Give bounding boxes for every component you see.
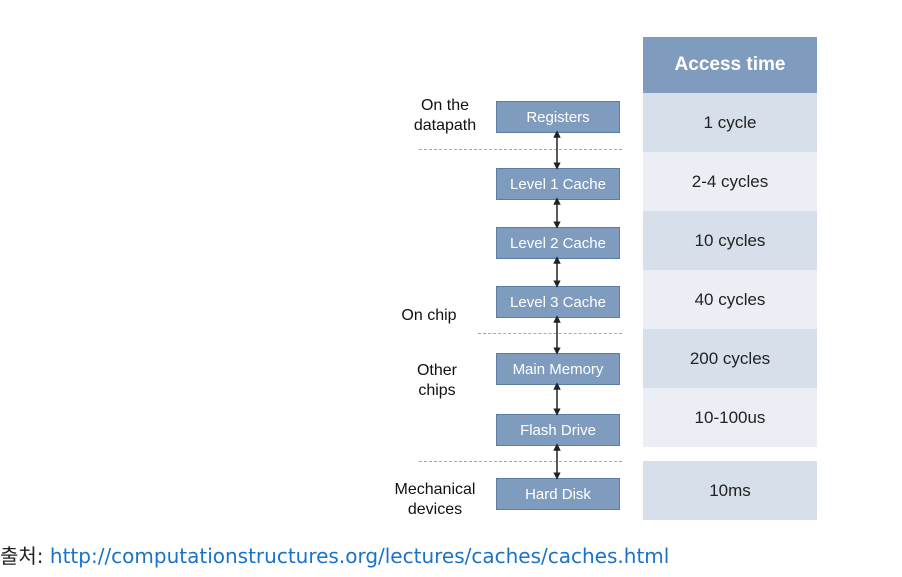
level-label-flash-drive: Flash Drive bbox=[520, 421, 596, 439]
group-label-mechanical: Mechanical devices bbox=[381, 480, 489, 520]
level-label-registers: Registers bbox=[526, 108, 590, 126]
access-time-l3: 40 cycles bbox=[643, 270, 817, 329]
level-box-hard-disk: Hard Disk bbox=[496, 478, 620, 510]
access-time-l3-value: 40 cycles bbox=[694, 289, 766, 309]
level-box-main-memory: Main Memory bbox=[496, 353, 620, 385]
group-label-mechanical-text: Mechanical devices bbox=[394, 481, 476, 518]
caption-prefix: 출처: bbox=[0, 544, 50, 568]
access-time-header-label: Access time bbox=[674, 54, 786, 75]
access-time-main-memory: 200 cycles bbox=[643, 329, 817, 388]
access-time-l2: 10 cycles bbox=[643, 211, 817, 270]
divider-datapath bbox=[419, 149, 622, 150]
group-label-datapath-text: On the datapath bbox=[413, 97, 477, 134]
level-label-hard-disk: Hard Disk bbox=[525, 485, 591, 503]
divider-other-chips bbox=[419, 461, 622, 462]
connector-arrows bbox=[553, 130, 561, 480]
access-time-hard-disk-value: 10ms bbox=[709, 480, 751, 500]
level-box-l3-cache: Level 3 Cache bbox=[496, 286, 620, 318]
access-time-flash-drive: 10-100us bbox=[643, 388, 817, 447]
access-time-header: Access time bbox=[643, 37, 817, 93]
level-label-main-memory: Main Memory bbox=[512, 360, 604, 378]
source-caption: 출처: http://computationstructures.org/lec… bbox=[0, 540, 669, 569]
access-time-flash-drive-value: 10-100us bbox=[694, 407, 766, 427]
group-label-other-chips-text: Other chips bbox=[416, 362, 457, 399]
divider-on-chip bbox=[478, 333, 622, 334]
access-time-registers-value: 1 cycle bbox=[703, 112, 757, 132]
group-label-other-chips: Other chips bbox=[402, 361, 472, 401]
access-time-main-memory-value: 200 cycles bbox=[689, 348, 771, 368]
source-link[interactable]: http://computationstructures.org/lecture… bbox=[49, 544, 670, 568]
level-label-l3-cache: Level 3 Cache bbox=[510, 293, 606, 311]
group-label-on-chip: On chip bbox=[394, 306, 464, 326]
access-time-hard-disk: 10ms bbox=[643, 461, 817, 520]
level-box-l2-cache: Level 2 Cache bbox=[496, 227, 620, 259]
group-label-on-chip-text: On chip bbox=[401, 307, 457, 324]
access-time-l1: 2-4 cycles bbox=[643, 152, 817, 211]
memory-hierarchy-diagram: Access time 1 cycle 2-4 cycles 10 cycles… bbox=[381, 37, 817, 520]
group-label-datapath: On the datapath bbox=[398, 96, 492, 136]
level-label-l2-cache: Level 2 Cache bbox=[510, 234, 606, 252]
access-time-l1-value: 2-4 cycles bbox=[691, 171, 769, 191]
level-box-l1-cache: Level 1 Cache bbox=[496, 168, 620, 200]
level-label-l1-cache: Level 1 Cache bbox=[510, 175, 606, 193]
access-time-registers: 1 cycle bbox=[643, 93, 817, 152]
access-time-l2-value: 10 cycles bbox=[694, 230, 766, 250]
